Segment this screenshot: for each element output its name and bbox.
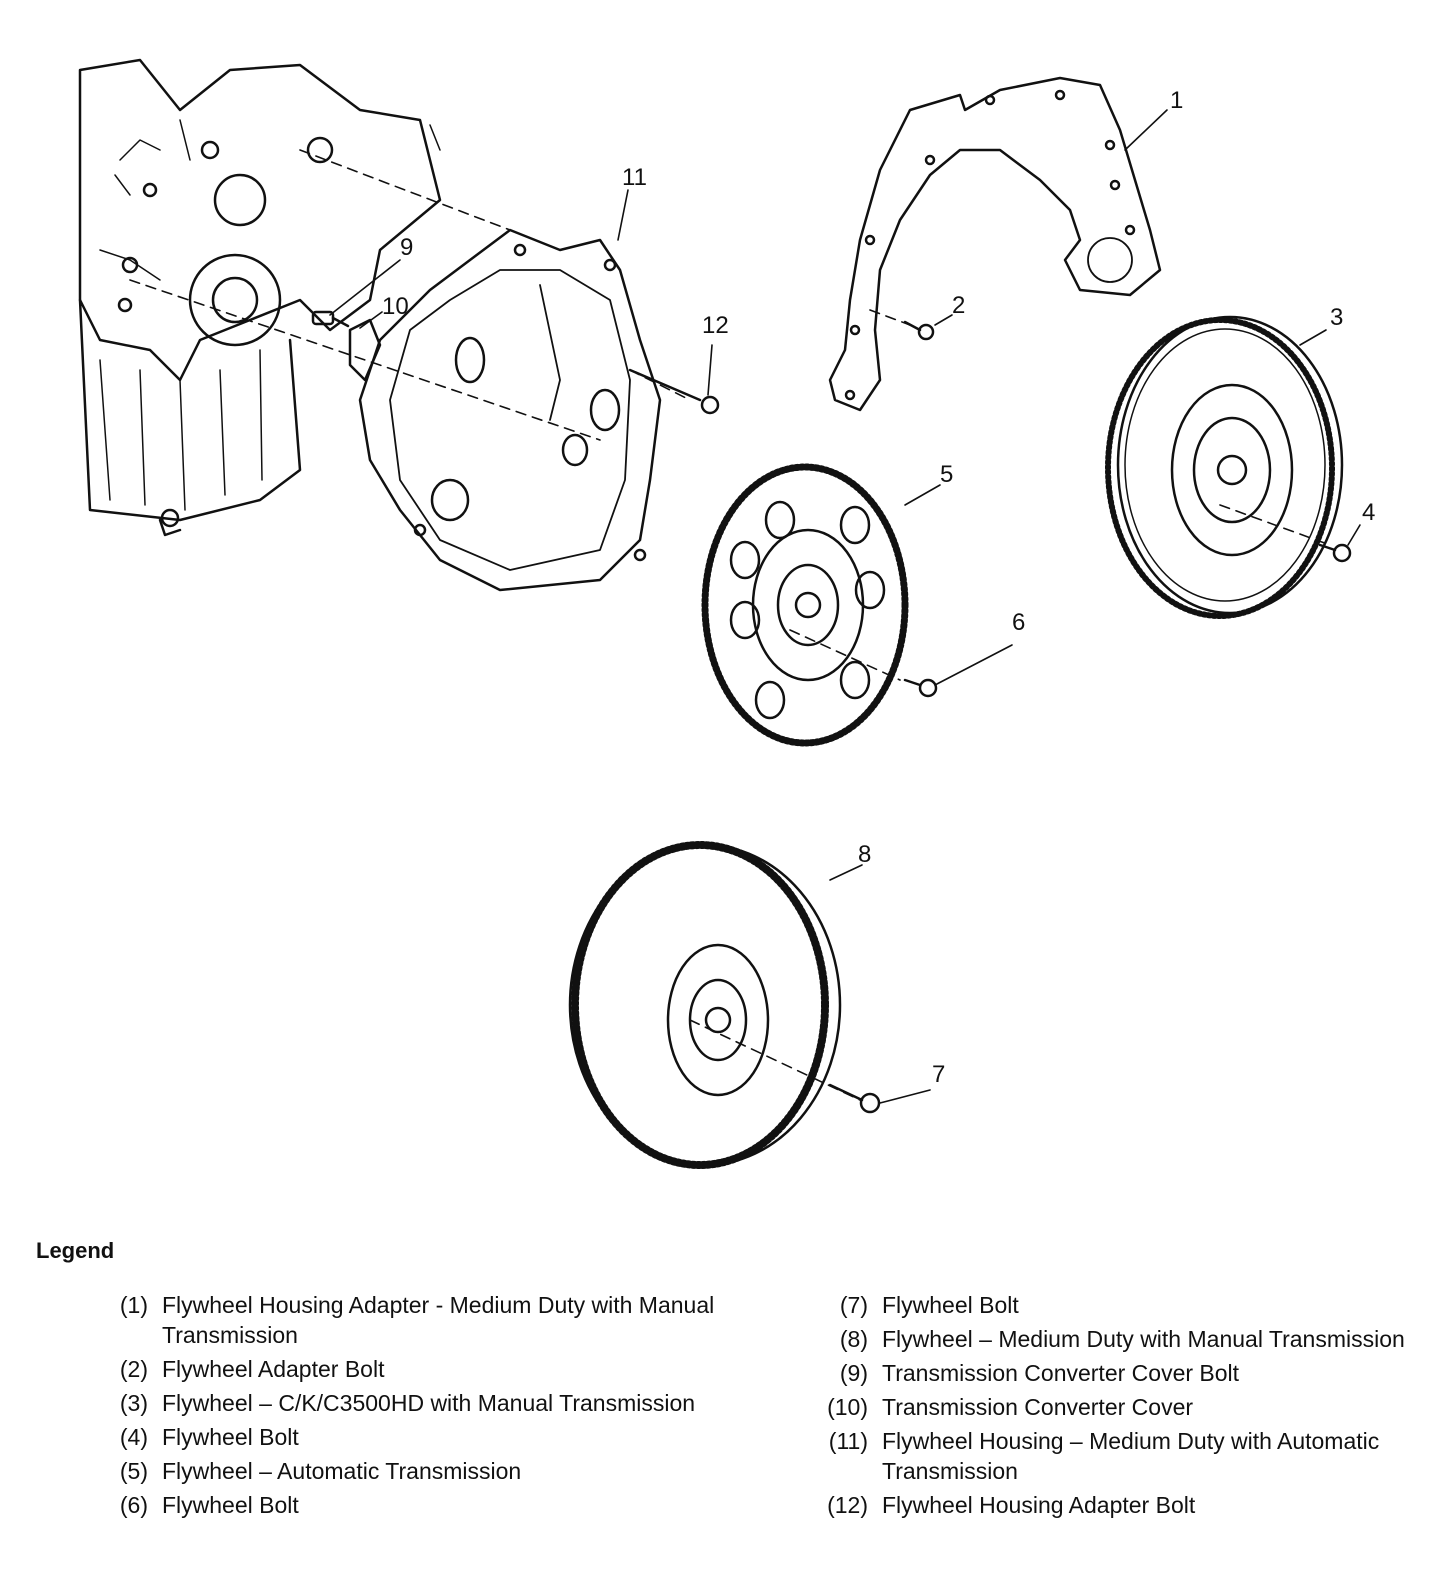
legend-item-text: Flywheel Bolt bbox=[162, 1492, 299, 1518]
callout-2: 2 bbox=[952, 292, 965, 319]
flywheel-adapter-bolt bbox=[903, 320, 935, 341]
callout-11: 11 bbox=[622, 164, 647, 191]
legend-item-text: Flywheel Housing Adapter - Medium Duty w… bbox=[162, 1292, 715, 1348]
flywheel-bolt-6 bbox=[903, 678, 938, 698]
legend-item: (11) Flywheel Housing – Medium Duty with… bbox=[810, 1426, 1410, 1486]
callout-7: 7 bbox=[932, 1061, 945, 1088]
legend-item-text: Transmission Converter Cover bbox=[882, 1394, 1194, 1420]
legend-item: (4) Flywheel Bolt bbox=[90, 1422, 730, 1452]
callout-leaders bbox=[329, 109, 1361, 1104]
legend-item: (7) Flywheel Bolt bbox=[810, 1290, 1410, 1320]
callout-12: 12 bbox=[702, 312, 729, 339]
legend-item-text: Transmission Converter Cover Bolt bbox=[882, 1360, 1240, 1386]
legend-item: (2) Flywheel Adapter Bolt bbox=[90, 1354, 730, 1384]
legend-item-text: Flywheel Adapter Bolt bbox=[162, 1356, 385, 1382]
callout-3: 3 bbox=[1330, 304, 1343, 331]
legend-item-number: (7) bbox=[839, 1292, 868, 1318]
flywheel-automatic bbox=[701, 463, 909, 747]
legend-column-right: (7) Flywheel Bolt (8) Flywheel – Medium … bbox=[810, 1290, 1410, 1524]
legend-item-text: Flywheel Bolt bbox=[882, 1292, 1019, 1318]
legend-title: Legend bbox=[36, 1238, 115, 1263]
callout-9: 9 bbox=[400, 234, 413, 261]
legend-item: (9) Transmission Converter Cover Bolt bbox=[810, 1358, 1410, 1388]
legend-item-number: (1) bbox=[119, 1292, 148, 1318]
legend-item: (6) Flywheel Bolt bbox=[90, 1490, 730, 1520]
flywheel-medium-duty bbox=[568, 841, 842, 1169]
legend-item: (8) Flywheel – Medium Duty with Manual T… bbox=[810, 1324, 1410, 1354]
legend-item-text: Flywheel – Automatic Transmission bbox=[162, 1458, 522, 1484]
flywheel-housing bbox=[358, 228, 662, 592]
legend-item-number: (5) bbox=[119, 1458, 148, 1484]
converter-cover bbox=[348, 318, 382, 382]
callout-5: 5 bbox=[940, 461, 953, 488]
legend-item-number: (8) bbox=[839, 1326, 868, 1352]
legend-item-number: (6) bbox=[119, 1492, 148, 1518]
legend-item: (10) Transmission Converter Cover bbox=[810, 1392, 1410, 1422]
exploded-parts-diagram: 1 2 3 4 5 6 7 8 9 10 11 12 bbox=[78, 58, 1375, 1169]
flywheel-housing-adapter bbox=[828, 76, 1162, 412]
legend-item: (5) Flywheel – Automatic Transmission bbox=[90, 1456, 730, 1486]
callout-1: 1 bbox=[1170, 87, 1183, 114]
legend-item-text: Flywheel Housing – Medium Duty with Auto… bbox=[882, 1428, 1380, 1484]
housing-adapter-bolt bbox=[628, 368, 720, 415]
callout-4: 4 bbox=[1362, 499, 1375, 526]
legend-item: (12) Flywheel Housing Adapter Bolt bbox=[810, 1490, 1410, 1520]
converter-cover-bolt bbox=[311, 310, 350, 328]
legend-column-left: (1) Flywheel Housing Adapter - Medium Du… bbox=[90, 1290, 730, 1524]
legend-item: (1) Flywheel Housing Adapter - Medium Du… bbox=[90, 1290, 730, 1350]
callout-6: 6 bbox=[1012, 609, 1025, 636]
flywheel-bolt-4 bbox=[1318, 543, 1352, 563]
legend-item-number: (4) bbox=[119, 1424, 148, 1450]
flywheel-bolt-7 bbox=[828, 1083, 881, 1114]
legend-item-text: Flywheel – C/K/C3500HD with Manual Trans… bbox=[162, 1390, 696, 1416]
legend-item-number: (12) bbox=[827, 1492, 868, 1518]
legend-item-text: Flywheel – Medium Duty with Manual Trans… bbox=[882, 1326, 1405, 1352]
callout-10: 10 bbox=[382, 293, 409, 320]
legend-item-number: (10) bbox=[827, 1394, 868, 1420]
legend-item-number: (11) bbox=[828, 1428, 868, 1454]
legend-item-text: Flywheel Housing Adapter Bolt bbox=[882, 1492, 1196, 1518]
legend-item-number: (3) bbox=[119, 1390, 148, 1416]
callout-8: 8 bbox=[858, 841, 871, 868]
legend-item-text: Flywheel Bolt bbox=[162, 1424, 299, 1450]
engine-block bbox=[78, 58, 442, 537]
legend-item-number: (9) bbox=[839, 1360, 868, 1386]
legend-item-number: (2) bbox=[119, 1356, 148, 1382]
alignment-lines bbox=[129, 149, 1331, 1101]
legend-item: (3) Flywheel – C/K/C3500HD with Manual T… bbox=[90, 1388, 730, 1418]
flywheel-c3500hd bbox=[1105, 315, 1344, 619]
